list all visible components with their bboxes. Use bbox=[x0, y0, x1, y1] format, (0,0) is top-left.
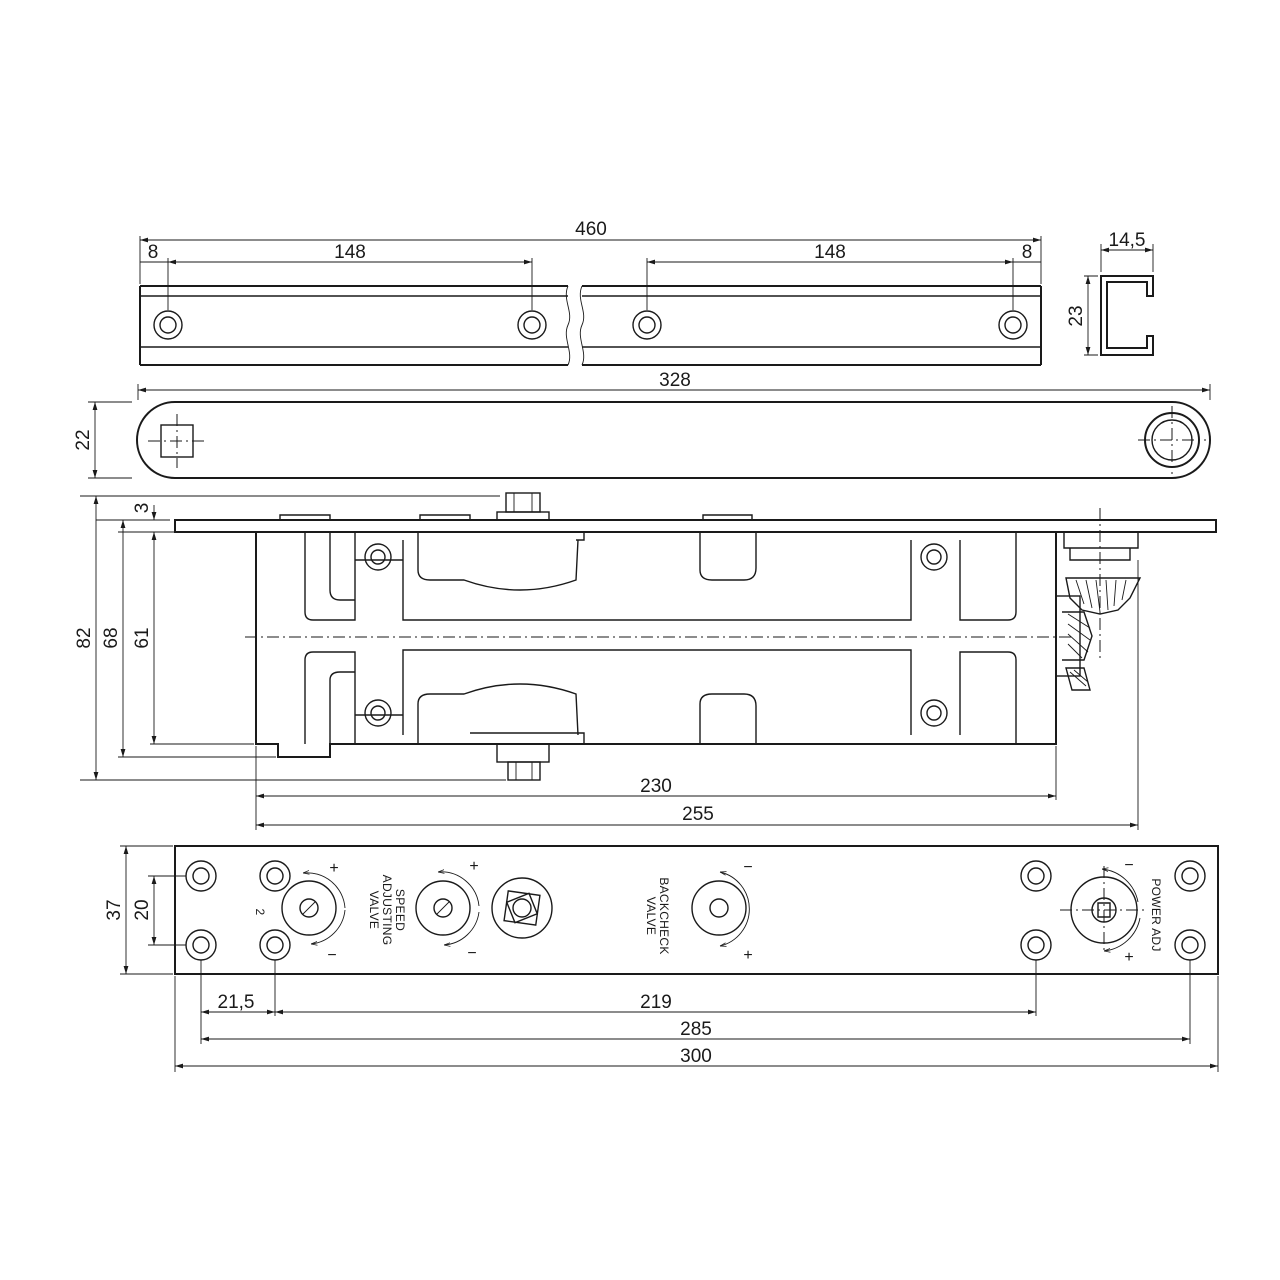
dim-rail-end-right: 8 bbox=[1022, 242, 1033, 263]
speed-valve-number: 2 bbox=[253, 909, 267, 916]
svg-text:VALVE: VALVE bbox=[644, 897, 658, 935]
arm-view: 328 22 bbox=[73, 370, 1211, 479]
svg-text:BACKCHECK: BACKCHECK bbox=[657, 877, 671, 954]
speed-valve-2-plus: + bbox=[329, 860, 338, 877]
plate-hole bbox=[185, 860, 217, 892]
body-hole bbox=[364, 699, 392, 727]
dim-rail-end-left: 8 bbox=[148, 242, 159, 263]
dim-rail-span-left: 148 bbox=[334, 242, 366, 263]
body-hole bbox=[920, 699, 948, 727]
spindle-gear-assembly bbox=[1055, 508, 1142, 691]
backcheck-valve-label: BACKCHECK VALVE bbox=[644, 877, 671, 954]
top-valve-nut bbox=[496, 492, 550, 521]
dim-body-height-68: 68 bbox=[101, 627, 122, 648]
dim-plate-height: 37 bbox=[104, 899, 125, 920]
backcheck-valve[interactable]: − + bbox=[691, 859, 753, 964]
rail-hole bbox=[632, 310, 662, 340]
dim-plate-length: 300 bbox=[680, 1046, 712, 1067]
rail-hole bbox=[517, 310, 547, 340]
dim-arm-height: 22 bbox=[73, 429, 94, 450]
power-adjust-plus: + bbox=[1124, 949, 1133, 966]
mounting-plate-view: + − 2 SPEED ADJUSTING VALVE + − bbox=[104, 845, 1219, 1072]
dim-body-length-230: 230 bbox=[640, 776, 672, 797]
hex-valve-nut bbox=[491, 877, 553, 939]
dim-body-height-61: 61 bbox=[132, 627, 153, 648]
plate-hole bbox=[1020, 929, 1052, 961]
dim-rail-total: 460 bbox=[575, 219, 607, 240]
plate-hole bbox=[259, 860, 291, 892]
backcheck-valve-plus: + bbox=[743, 947, 752, 964]
mounting-plate bbox=[174, 845, 1219, 975]
speed-valve-1[interactable]: + − bbox=[415, 858, 480, 962]
body-hole bbox=[920, 543, 948, 571]
rail-profile-view: 14,5 23 bbox=[1066, 230, 1154, 356]
dim-body-total-height: 82 bbox=[74, 627, 95, 648]
svg-text:VALVE: VALVE bbox=[367, 891, 381, 929]
closer-body-view: 82 68 61 3 230 255 bbox=[74, 492, 1217, 830]
cover-plate bbox=[174, 519, 1217, 533]
speed-valve-2[interactable]: + − 2 bbox=[253, 860, 346, 964]
plate-hole bbox=[1174, 929, 1206, 961]
dim-body-length-255: 255 bbox=[682, 804, 714, 825]
plate-hole bbox=[1020, 860, 1052, 892]
power-adjust-minus: − bbox=[1124, 857, 1133, 874]
speed-valve-2-minus: − bbox=[327, 947, 336, 964]
plate-hole bbox=[1174, 860, 1206, 892]
rail-hole bbox=[153, 310, 183, 340]
dim-top-plate-offset: 3 bbox=[132, 503, 153, 514]
plate-hole bbox=[259, 929, 291, 961]
svg-text:ADJUSTING: ADJUSTING bbox=[380, 875, 394, 946]
body-hole bbox=[364, 543, 392, 571]
speed-valve-1-minus: − bbox=[467, 945, 476, 962]
power-adjust-label: POWER ADJ bbox=[1149, 878, 1163, 951]
bottom-valve-nut bbox=[496, 743, 550, 781]
dim-plate-hole-span: 219 bbox=[640, 992, 672, 1013]
power-adjust-screw[interactable]: − + bbox=[1060, 857, 1148, 966]
speed-valve-1-plus: + bbox=[469, 858, 478, 875]
dim-plate-outer-hole-span: 285 bbox=[680, 1019, 712, 1040]
dim-rail-span-right: 148 bbox=[814, 242, 846, 263]
svg-text:SPEED: SPEED bbox=[393, 889, 407, 931]
dim-arm-length: 328 bbox=[659, 370, 691, 391]
dim-profile-width: 14,5 bbox=[1109, 230, 1146, 251]
dim-plate-hole-offset: 21,5 bbox=[218, 992, 255, 1013]
plate-hole bbox=[185, 929, 217, 961]
slide-rail-view: 460 8 148 148 8 bbox=[139, 219, 1042, 366]
dim-plate-hole-spacing: 20 bbox=[132, 899, 153, 920]
dim-profile-height: 23 bbox=[1066, 305, 1087, 326]
rail-hole bbox=[998, 310, 1028, 340]
speed-valve-label: SPEED ADJUSTING VALVE bbox=[367, 875, 407, 946]
backcheck-valve-minus: − bbox=[743, 859, 752, 876]
